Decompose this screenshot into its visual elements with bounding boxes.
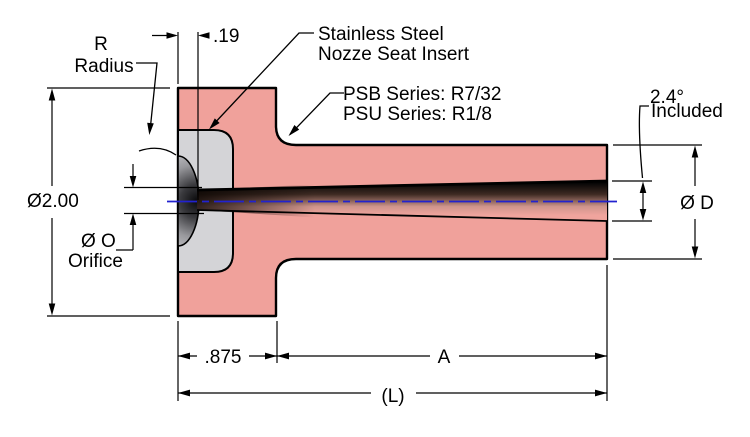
arrowhead bbox=[288, 125, 300, 136]
part-geometry bbox=[167, 86, 617, 318]
radius-word-text: Radius bbox=[74, 56, 133, 77]
flange-width-text: .875 bbox=[205, 347, 242, 368]
series-note-line2: PSU Series: R1/8 bbox=[343, 104, 492, 125]
dim-exit-outer-diameter: Ø D bbox=[613, 144, 714, 260]
dim-outer-diameter: Ø2.00 bbox=[27, 87, 170, 317]
orifice-word-text: Orifice bbox=[68, 251, 123, 272]
arrowhead bbox=[691, 246, 699, 259]
arrowhead bbox=[209, 118, 220, 130]
series-note-line1: PSB Series: R7/32 bbox=[343, 84, 501, 105]
arrowhead bbox=[178, 389, 190, 397]
leader-radius: R Radius bbox=[74, 34, 177, 156]
angle-leader bbox=[638, 105, 649, 179]
barrel-length-text: A bbox=[438, 347, 451, 368]
arrowhead bbox=[595, 389, 607, 397]
arrowhead bbox=[198, 32, 210, 39]
arrowhead bbox=[639, 209, 647, 221]
leader-seat-insert: Stainless Steel Nozze Seat Insert bbox=[209, 24, 470, 130]
arrowhead bbox=[178, 352, 190, 360]
insert-label-line1: Stainless Steel bbox=[318, 24, 444, 45]
bore-top-edge bbox=[196, 179, 608, 192]
angle-word-text: Included bbox=[651, 101, 723, 122]
bore-bottom-edge bbox=[196, 209, 608, 222]
dim-orifice: Ø O Orifice bbox=[68, 164, 204, 272]
leader-series-note: PSB Series: R7/32 PSU Series: R1/8 bbox=[288, 84, 501, 136]
arrowhead bbox=[129, 176, 137, 188]
overall-length-text: (L) bbox=[381, 386, 404, 407]
radius-indicator-arc bbox=[138, 147, 177, 156]
angle-value-text: 2.4° bbox=[650, 87, 684, 108]
arrowhead bbox=[147, 122, 154, 135]
exit-diameter-text: Ø D bbox=[680, 193, 714, 214]
orifice-symbol-text: Ø O bbox=[81, 231, 116, 252]
arrowhead bbox=[277, 352, 289, 360]
arrowhead bbox=[691, 145, 699, 158]
dim-included-angle: 2.4° Included bbox=[612, 87, 723, 222]
dim-seat-depth: .19 bbox=[152, 26, 239, 200]
arrowhead bbox=[639, 181, 647, 193]
arrowhead bbox=[48, 303, 56, 316]
arrowhead bbox=[166, 32, 178, 39]
outer-diameter-text: Ø2.00 bbox=[27, 191, 79, 212]
seat-depth-text: .19 bbox=[213, 26, 239, 47]
arrowhead bbox=[48, 88, 56, 101]
radius-symbol-text: R bbox=[94, 34, 108, 55]
insert-label-line2: Nozze Seat Insert bbox=[318, 44, 470, 65]
arrowhead bbox=[265, 352, 277, 360]
dim-barrel-length: A bbox=[277, 265, 608, 401]
dim-overall-length: (L) bbox=[178, 386, 607, 407]
arrowhead bbox=[595, 352, 607, 360]
dim-flange-width: .875 bbox=[177, 321, 278, 401]
arrowhead bbox=[129, 213, 137, 225]
